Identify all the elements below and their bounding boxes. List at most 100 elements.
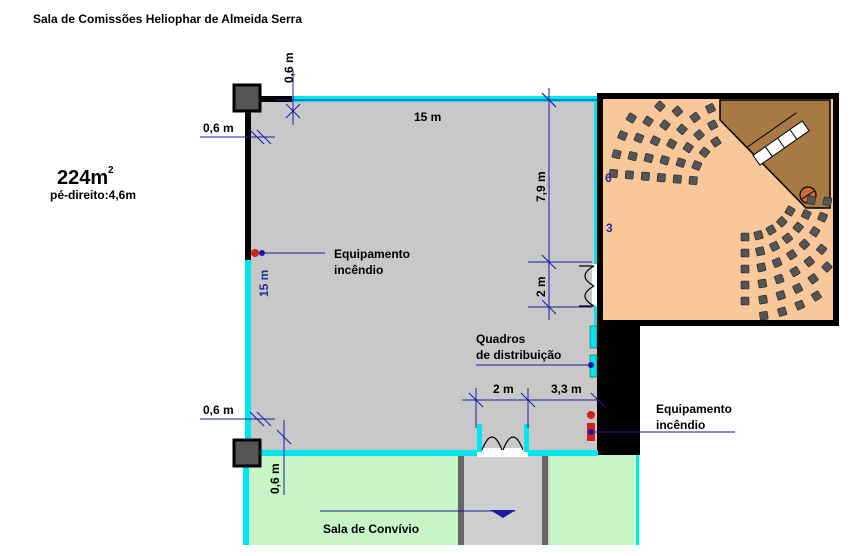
seat	[798, 238, 810, 250]
corridor-wall-right	[542, 455, 548, 545]
dim-top-offset: 0,6 m	[282, 52, 296, 83]
seat	[777, 306, 788, 317]
seat	[807, 273, 819, 285]
dim-height: 15 m	[257, 270, 271, 297]
seat	[617, 130, 628, 141]
pillar-bottom-left	[232, 438, 262, 468]
seat	[784, 205, 796, 217]
seat	[809, 226, 821, 238]
seat	[656, 173, 666, 183]
wall-top-solid	[249, 96, 292, 102]
seat	[627, 151, 638, 162]
entrance-arrow	[490, 510, 516, 518]
distribution-panel-1	[589, 325, 598, 349]
fire-equipment-label-1-line1: Equipamento	[334, 247, 410, 261]
dim-bottom-right: 3,3 m	[551, 382, 582, 396]
fire-equipment-label-2-line1: Equipamento	[656, 402, 732, 416]
seat	[789, 266, 801, 277]
area-exponent: 2	[108, 165, 114, 176]
dim-width: 15 m	[414, 110, 441, 124]
lounge-glass-wall-left	[243, 455, 249, 545]
seat	[625, 112, 637, 124]
dim-right-upper: 7,9 m	[534, 171, 548, 202]
seat	[688, 175, 698, 186]
seat	[740, 296, 750, 306]
dim-bottom-offset: 0,6 m	[268, 463, 282, 494]
seat	[806, 195, 817, 205]
seat	[672, 174, 682, 184]
seat	[775, 290, 786, 301]
seat	[740, 280, 750, 290]
seat	[794, 299, 806, 311]
seat	[758, 294, 768, 305]
seat	[611, 149, 622, 160]
room-floor	[249, 100, 600, 452]
seat	[757, 278, 768, 289]
seat	[740, 232, 750, 242]
dimension-lines	[200, 70, 735, 512]
seat	[643, 153, 654, 164]
seat	[769, 240, 780, 252]
seat	[774, 273, 785, 285]
seat	[792, 283, 804, 294]
lounge-glass-wall-right	[636, 455, 639, 545]
seat	[822, 196, 833, 207]
seat	[707, 119, 719, 131]
seat	[689, 111, 701, 123]
seat	[699, 146, 711, 158]
fire-equipment-label-1-line2: incêndio	[334, 263, 383, 277]
seat	[740, 248, 750, 258]
seat	[821, 261, 833, 273]
seat	[753, 230, 764, 241]
seat	[608, 168, 619, 179]
door-bottom	[477, 424, 529, 457]
service-block	[597, 322, 640, 455]
wall-top-glass	[292, 96, 598, 102]
wall-bottom-glass-left	[249, 450, 477, 456]
seat	[649, 135, 661, 147]
corridor-wall-left	[458, 455, 464, 545]
seat	[816, 243, 828, 255]
speaker-table	[747, 112, 810, 166]
ceiling-height: pé-direito:4,6m	[50, 188, 136, 202]
pillar-top-left	[232, 83, 262, 113]
seat	[710, 136, 722, 148]
dim-left-offset-top: 0,6 m	[203, 121, 234, 135]
seat	[633, 132, 645, 144]
seat	[659, 119, 671, 131]
seat	[756, 262, 767, 273]
seat	[640, 171, 650, 181]
corridor	[458, 455, 550, 545]
seat	[803, 256, 815, 268]
panels-label-line2: de distribuição	[476, 348, 561, 362]
auditorium: 6 3	[597, 93, 839, 326]
seat	[691, 160, 703, 171]
panel-marker	[588, 362, 594, 368]
seating	[608, 100, 833, 321]
seat	[642, 115, 654, 127]
seat	[666, 138, 678, 150]
seat	[675, 157, 686, 168]
seat	[781, 232, 793, 244]
page-title: Sala de Comissões Heliophar de Almeida S…	[33, 12, 302, 26]
area-value: 224m	[57, 167, 108, 189]
seat	[786, 249, 798, 261]
door-right	[579, 264, 597, 307]
seat	[800, 209, 812, 220]
seat	[810, 290, 822, 302]
seat	[765, 224, 777, 236]
seat	[755, 246, 765, 257]
seat	[771, 257, 783, 268]
seat	[676, 123, 688, 135]
wall-left-solid	[245, 96, 251, 260]
dim-door-bottom: 2 m	[493, 382, 514, 396]
fire-equipment-left	[251, 249, 265, 257]
wall-left-glass	[245, 260, 251, 455]
seat	[792, 221, 804, 233]
lounge-area	[246, 455, 640, 545]
fire-equipment-label-2-line2: incêndio	[656, 418, 705, 432]
panels-label-line1: Quadros	[476, 332, 526, 346]
seat	[759, 311, 769, 321]
seat	[682, 142, 694, 154]
